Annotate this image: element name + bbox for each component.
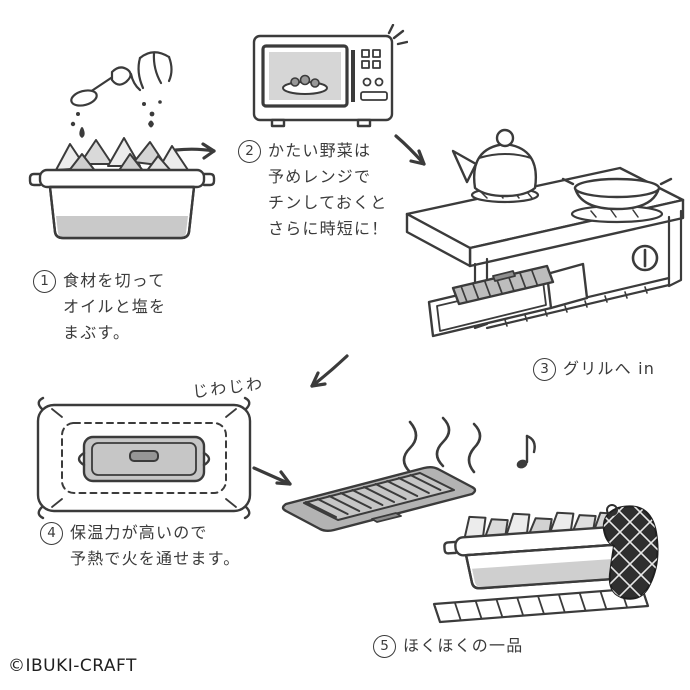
step3-caption: 3 グリルへ in — [533, 356, 655, 382]
step1-caption-line: まぶす。 — [63, 323, 131, 342]
stove-grill-illustration — [405, 128, 685, 338]
step2-caption-line: チンしておくと — [268, 193, 388, 212]
pan-with-lid — [77, 435, 211, 483]
heat-outline-dashed — [61, 422, 227, 494]
arrow-step4-to-step5 — [252, 466, 292, 486]
copyright-text: ©IBUKI-CRAFT — [8, 656, 137, 676]
sparkle-icon — [387, 24, 408, 46]
step2-caption-line: 予めレンジで — [268, 167, 372, 186]
oil-scoop-icon — [70, 66, 132, 107]
step4-caption-line: 予熱で火を通せます。 — [70, 549, 241, 568]
arrow-step2-to-step3 — [394, 134, 426, 166]
step4-caption: 4 保温力が高いので 予熱で火を通せます。 — [40, 520, 240, 572]
step2-caption: 2 かたい野菜は 予めレンジで チンしておくと さらに時短に！ — [238, 138, 388, 242]
slatted-trivet — [432, 586, 650, 624]
step5-number-badge: 5 — [373, 635, 396, 658]
step2-caption-line: さらに時短に！ — [268, 219, 389, 238]
falling-seasoning — [142, 100, 162, 128]
grill-knob-icon — [631, 244, 659, 272]
step4-caption-line: 保温力が高いので — [70, 523, 208, 542]
step1-season-dish-illustration — [28, 51, 216, 240]
step2-number-badge: 2 — [238, 140, 261, 163]
step1-caption: 1 食材を切って オイルと塩を まぶす。 — [33, 268, 166, 346]
kettle-icon — [451, 128, 540, 204]
step5-caption: 5 ほくほくの一品 — [373, 633, 523, 659]
steam-icon — [402, 416, 482, 474]
baking-dish — [28, 168, 216, 240]
grill-lid — [281, 466, 477, 532]
step5-caption-line: ほくほくの一品 — [403, 636, 524, 655]
finished-dish-illustration — [281, 416, 659, 624]
music-note-icon — [516, 434, 536, 469]
microwave-control-panel — [360, 49, 388, 101]
wrapped-pan-illustration — [36, 396, 252, 520]
microwave-door-handle — [351, 50, 355, 102]
step3-caption-line: グリルへ in — [563, 359, 656, 378]
microwave-illustration — [252, 24, 408, 128]
chopped-vegetables — [55, 137, 189, 173]
grill-drawer — [427, 262, 589, 338]
grill-pan-in-drawer — [451, 264, 555, 306]
step1-caption-line: 食材を切って — [63, 271, 166, 290]
step1-caption-line: オイルと塩を — [63, 297, 167, 316]
arrow-step1-to-step2 — [174, 142, 216, 160]
step2-caption-line: かたい野菜は — [268, 141, 372, 160]
oven-mitt-icon — [602, 504, 659, 600]
donabe-pot-icon — [561, 177, 673, 224]
step4-number-badge: 4 — [40, 522, 63, 545]
step1-number-badge: 1 — [33, 270, 56, 293]
step3-number-badge: 3 — [533, 358, 556, 381]
arrow-step3-to-step4 — [310, 354, 349, 388]
falling-oil-drops — [70, 112, 85, 138]
